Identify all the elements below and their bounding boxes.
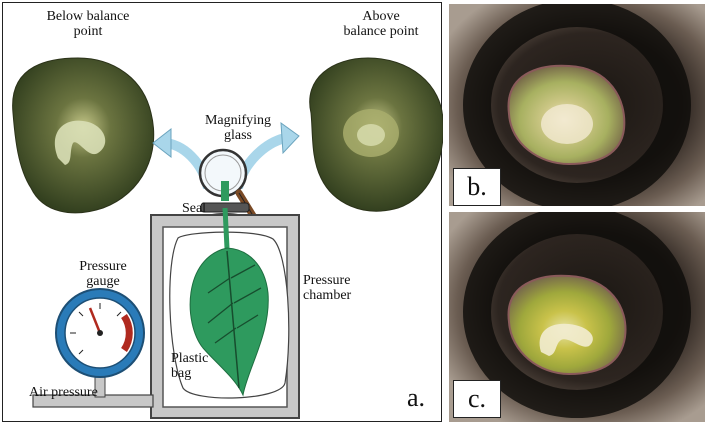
panel-b-photo: b. — [449, 4, 705, 206]
stem-photo-c — [449, 212, 705, 422]
label-plastic-bag: Plastic bag — [171, 351, 209, 381]
label-above-balance-point: Above balance point — [343, 9, 419, 39]
label-pressure-gauge: Pressure gauge — [79, 259, 127, 289]
stem-section-below — [12, 57, 155, 214]
label-below-balance-point: Below balance point — [46, 9, 130, 39]
leaf — [189, 207, 269, 397]
panel-a-letter: a. — [407, 383, 426, 412]
panel-a-diagram: Below balance point Above balance point … — [2, 2, 443, 422]
stem-tip — [221, 181, 229, 201]
label-air-pressure: Air pressure — [29, 385, 98, 400]
pressure-chamber-diagram — [12, 57, 443, 419]
air-pressure-pipe — [32, 372, 154, 408]
stem-section-above — [309, 57, 443, 212]
label-seal: Seal — [181, 201, 207, 216]
panel-c-photo: c. — [449, 212, 705, 422]
pressure-gauge-icon — [55, 288, 145, 378]
panel-c-letter: c. — [453, 380, 501, 418]
label-magnifying-glass: Magnifying glass — [204, 113, 272, 143]
label-pressure-chamber: Pressure chamber — [303, 273, 352, 303]
panel-b-letter: b. — [453, 168, 501, 206]
